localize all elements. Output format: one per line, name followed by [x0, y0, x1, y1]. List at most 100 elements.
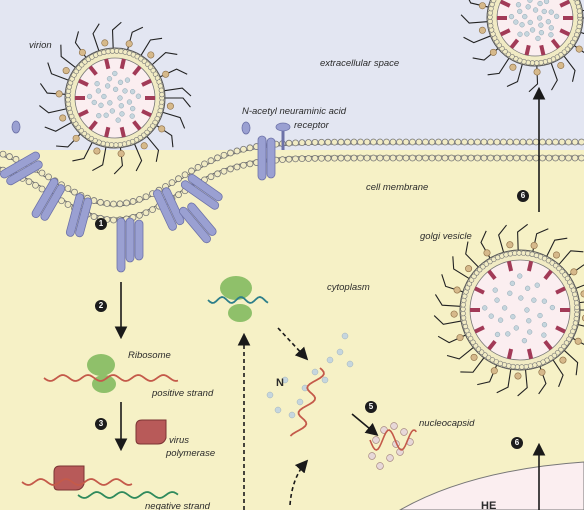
he-protein	[506, 241, 514, 249]
lipid-head	[396, 154, 403, 162]
n-protein	[535, 35, 541, 42]
lipid-head	[142, 193, 150, 201]
lipid-head	[175, 175, 182, 183]
m-protein	[487, 269, 497, 280]
lipid-head	[376, 154, 384, 162]
lipid-head	[357, 138, 364, 146]
n-protein	[118, 103, 124, 109]
he-protein	[450, 310, 458, 318]
lipid-head	[460, 310, 466, 317]
receptor-protein	[65, 193, 93, 238]
m-protein	[132, 65, 142, 76]
lipid-head	[532, 154, 540, 162]
m-protein	[119, 58, 126, 70]
lipid-head	[558, 138, 566, 146]
spike-glycan	[60, 44, 76, 68]
lipid-head	[324, 138, 332, 146]
polymerase-label-line2: polymerase	[166, 448, 216, 459]
m-protein	[132, 120, 142, 131]
lipid-head	[64, 185, 72, 192]
cell-membrane-label: cell membrane	[366, 182, 429, 193]
n-protein	[515, 2, 522, 8]
spike-glycan	[563, 55, 576, 82]
lipid-head	[539, 138, 546, 146]
spike-glycan	[517, 369, 528, 397]
lipid-head	[214, 170, 221, 178]
n-protein	[548, 25, 554, 31]
lipid-head	[471, 273, 477, 280]
lipid-head	[227, 165, 234, 173]
spike-glycan	[552, 359, 564, 388]
lipid-head	[64, 201, 72, 208]
he-protein	[483, 249, 491, 257]
m-protein	[78, 78, 89, 87]
n-protein	[549, 304, 556, 311]
receptor-protein	[125, 217, 144, 263]
lipid-head	[298, 155, 306, 163]
n-protein	[117, 95, 123, 101]
n-protein	[508, 13, 515, 20]
spike-glycan	[47, 62, 69, 81]
lipid-head	[363, 154, 371, 162]
he-protein	[478, 2, 486, 10]
n-protein	[524, 31, 530, 37]
n-protein	[117, 79, 124, 85]
lipid-head	[402, 138, 410, 146]
n-protein	[288, 411, 296, 419]
n-protein	[526, 318, 532, 324]
lipid-head	[527, 363, 534, 369]
nucleocapsid-rna	[369, 429, 417, 451]
lipid-head	[142, 209, 150, 217]
he-label: HE	[481, 500, 497, 510]
n-protein	[517, 8, 523, 15]
n-protein	[509, 280, 516, 287]
nucleocapsid-subunit	[400, 428, 408, 436]
lipid-head	[350, 138, 358, 146]
step-5-badge: 5	[365, 401, 377, 413]
n-protein	[482, 305, 488, 311]
lipid-head	[487, 154, 494, 162]
n-protein	[488, 313, 494, 319]
n-protein	[296, 398, 304, 406]
n-protein	[545, 19, 552, 25]
he-protein	[557, 61, 565, 69]
he-protein	[62, 67, 70, 75]
n-protein	[266, 391, 274, 399]
m-protein	[88, 120, 98, 131]
ribosome-large	[87, 354, 115, 376]
neuraminic-acid	[241, 121, 251, 135]
lipid-head	[573, 316, 580, 322]
m-protein	[543, 269, 553, 280]
n-protein	[107, 100, 113, 106]
spike-glycan	[546, 237, 568, 257]
lipid-head	[337, 138, 345, 146]
lipid-head	[472, 343, 479, 349]
spike-glycan	[496, 369, 512, 394]
lipid-head	[516, 250, 522, 256]
lipid-head	[526, 154, 533, 162]
step-1-badge: 1	[95, 218, 107, 230]
n-protein	[538, 30, 545, 36]
lipid-head	[480, 138, 488, 146]
lipid-head	[573, 300, 580, 306]
nucleocapsid-subunit	[372, 436, 380, 444]
he-protein	[580, 290, 584, 298]
lipid-head	[233, 147, 241, 155]
n-protein	[505, 331, 511, 337]
m-protein	[104, 58, 111, 70]
he-protein	[489, 48, 497, 56]
spike-glycan	[517, 223, 528, 251]
n-protein	[529, 27, 536, 33]
spike-glycan	[151, 52, 178, 66]
n-protein	[553, 13, 560, 20]
receptor-group	[0, 120, 291, 273]
n-protein	[548, 32, 554, 38]
released-virion	[460, 0, 584, 93]
lipid-head	[532, 138, 540, 146]
spike-glycan	[44, 121, 72, 132]
lipid-head	[45, 173, 52, 181]
he-protein	[117, 150, 125, 158]
lipid-head	[344, 154, 351, 162]
spike-glycan	[463, 35, 491, 44]
he-protein	[162, 70, 170, 78]
